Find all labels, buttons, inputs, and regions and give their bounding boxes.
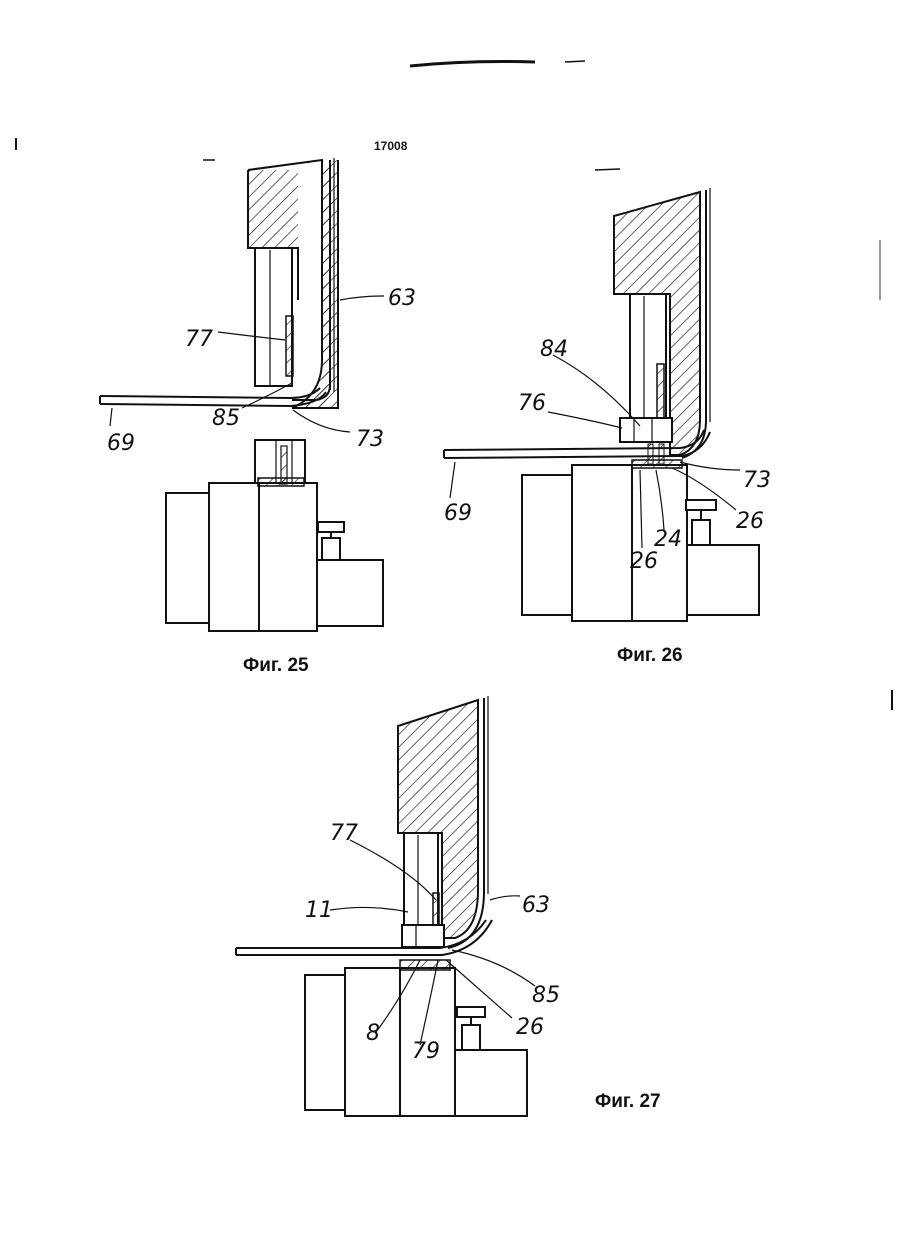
- label-24: 24: [654, 527, 682, 552]
- label-69: 69: [444, 501, 472, 526]
- caption-fig-26: Фиг. 26: [617, 645, 683, 666]
- label-69: 69: [107, 431, 135, 456]
- caption-fig-27: Фиг. 27: [595, 1091, 661, 1112]
- caption-fig-25: Фиг. 25: [243, 655, 309, 676]
- label-63: 63: [388, 286, 416, 311]
- label-8: 8: [366, 1021, 380, 1046]
- figure-26: 84 76 69 73 26 24 26 Фиг. 26: [444, 188, 771, 666]
- label-11: 11: [305, 898, 333, 923]
- label-85: 85: [532, 983, 560, 1008]
- label-85: 85: [212, 406, 240, 431]
- page-number: 17008: [374, 139, 408, 153]
- figure-25: 63 77 85 69 73 Фиг. 25: [100, 158, 416, 676]
- scan-artifacts: [16, 61, 892, 710]
- figure-27: 77 11 63 85 8 79 26 Фиг. 27: [236, 696, 661, 1116]
- label-77: 77: [330, 821, 358, 846]
- label-26: 26: [516, 1015, 544, 1040]
- label-63: 63: [522, 893, 550, 918]
- label-79: 79: [412, 1039, 440, 1064]
- label-26-left: 26: [630, 549, 658, 574]
- label-76: 76: [518, 391, 546, 416]
- label-84: 84: [540, 337, 568, 362]
- label-26-right: 26: [736, 509, 764, 534]
- label-73: 73: [356, 427, 384, 452]
- label-77: 77: [185, 327, 213, 352]
- label-73: 73: [743, 468, 771, 493]
